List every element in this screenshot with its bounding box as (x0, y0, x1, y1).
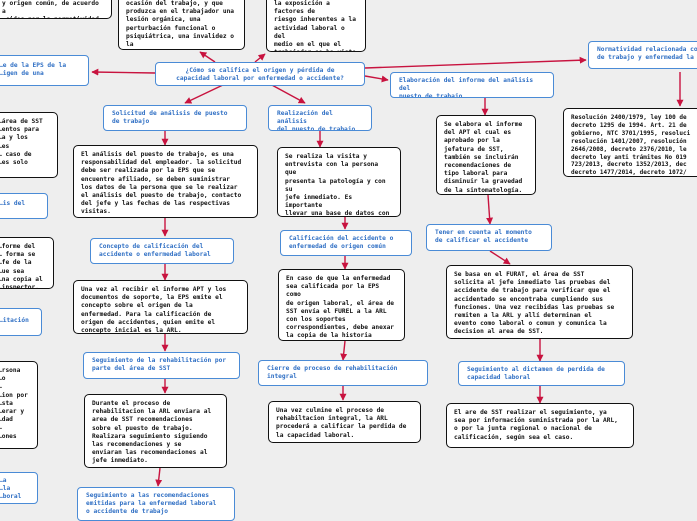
left-persona-text: …rsona …o … …ion por …sta …erar y …dad …… (0, 361, 38, 449)
link-central-request (184, 83, 226, 104)
concept-title[interactable]: Concepto de calificación del accidente o… (90, 238, 234, 264)
link-central-accident (199, 51, 216, 63)
analysis-title[interactable]: Realización del análisis del puesto de t… (268, 105, 372, 131)
close-title[interactable]: Cierre de proceso de rehabilitación inte… (258, 360, 428, 386)
link-central-report (364, 75, 389, 83)
link-consider-text (489, 250, 511, 265)
left-blue-node-1[interactable]: …is del (0, 193, 48, 219)
analysis-text: Se realiza la visita y entrevista con la… (277, 147, 401, 217)
left-informe-text: …forme del … forma se …fe de la …ue sea … (0, 237, 54, 289)
common-text: En caso de que la enfermedad sea calific… (278, 269, 405, 341)
opinion-title[interactable]: Seguimiento al dictamen de perdida de ca… (458, 361, 625, 386)
report-title[interactable]: Elaboración del informe del análisis del… (390, 72, 554, 98)
consider-text: Se basa en el FURAT, el área de SST soli… (446, 265, 633, 339)
close-text: Una vez culmine el proceso de rehabiltac… (268, 401, 421, 443)
follow-title[interactable]: Seguimiento de la rehabilitación por par… (83, 352, 240, 379)
accident-definition: ocasión del trabajo, y que produzca en e… (118, 0, 245, 50)
common-title[interactable]: Calificación del accidente o enfermedad … (280, 230, 412, 256)
link-followtext-recs (155, 467, 163, 487)
left-blue-node-2[interactable]: …itación (0, 308, 42, 336)
request-title[interactable]: Solicitud de análisis de puesto de traba… (103, 105, 247, 131)
central-question[interactable]: ¿Cómo se califica el origen y pérdida de… (155, 62, 365, 86)
left-blue-node-3[interactable]: …a …la …boral (0, 472, 38, 504)
concept-text: Una vez al recibir el informe APT y los … (73, 280, 248, 334)
link-central-disease (254, 53, 266, 63)
link-commontext-close (340, 340, 348, 361)
link-central-left (91, 68, 156, 76)
report-text: Se elabora el informe del APT el cual es… (436, 115, 536, 195)
opinion-text: El are de SST realizar el seguimiento, y… (446, 403, 634, 448)
normativity-title[interactable]: Normatividad relacionada co de trabajo y… (588, 41, 697, 69)
disease-definition: la exposición a factores de riesgo inher… (266, 0, 366, 52)
left-area-text: …área de SST …entos para …a y los …es … … (0, 112, 58, 178)
link-central-normativity (364, 56, 587, 69)
left-top-text: y origen común, de acuerdo a …cidos por … (0, 0, 112, 19)
link-reporttext-consider (486, 194, 494, 225)
consider-title[interactable]: Tener en cuenta al momento de calificar … (426, 224, 552, 251)
normativity-text: Resolución 2400/1979, ley 100 de decreto… (563, 108, 697, 177)
recs-title[interactable]: Seguimiento a las recomendaciones emitid… (77, 487, 235, 521)
link-central-analysis (269, 83, 306, 104)
request-text: El análisis del puesto de trabajo, es un… (73, 145, 258, 218)
left-eps-node[interactable]: …e de la EPS de la …igen de una (0, 55, 89, 86)
follow-text: Durante el proceso de rehabilitacion la … (84, 394, 227, 468)
